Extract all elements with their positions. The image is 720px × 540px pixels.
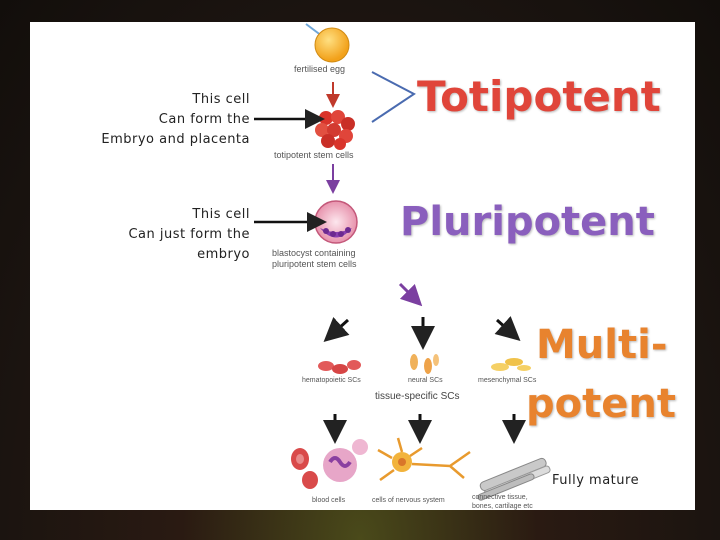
arrow-to-mesenchymal: [494, 316, 521, 342]
note-totipotent-line1: This cell: [192, 92, 250, 107]
hematopoietic-label: hematopoietic SCs: [302, 377, 361, 384]
note-totipotent: This cell Can form the Embryo and placen…: [101, 90, 250, 150]
blastocyst-icon: [314, 200, 358, 244]
fully-mature-label: Fully mature: [552, 473, 640, 488]
mesenchymal-label: mesenchymal SCs: [478, 377, 537, 384]
totipotent-cells-icon: [315, 110, 355, 150]
neural-label: neural SCs: [408, 377, 443, 384]
nerve-cell-icon: [377, 437, 471, 482]
totipotent-bracket: [371, 71, 416, 123]
arrow-blastocyst-down: [398, 282, 423, 307]
fertilised-egg-icon: [305, 23, 350, 63]
blastocyst-label-line1: blastocyst containing: [272, 248, 356, 258]
hematopoietic-cells-icon: [318, 360, 361, 374]
note-pluripotent-line1: This cell: [192, 207, 250, 222]
blood-cells-label: blood cells: [312, 497, 346, 504]
note-pluripotent-line2: Can just form the: [128, 227, 250, 242]
connective-label-line1: connective tissue,: [472, 494, 528, 501]
connective-label-line2: bones, cartilage etc: [472, 503, 533, 510]
neural-cells-icon: [410, 354, 439, 374]
arrow-to-hematopoietic: [323, 317, 350, 343]
connective-tissue-icon: [477, 457, 551, 501]
note-pluripotent: This cell Can just form the embryo: [128, 205, 250, 265]
heading-pluripotent: Pluripotent: [400, 199, 655, 245]
slide: fertilised egg totipotent stem cells bla…: [30, 22, 695, 510]
blood-cells-icon: [291, 439, 368, 489]
tissue-specific-label: tissue-specific SCs: [375, 391, 460, 402]
mesenchymal-cells-icon: [491, 358, 531, 371]
heading-totipotent: Totipotent: [417, 72, 661, 121]
totipotent-stem-cells-label: totipotent stem cells: [274, 150, 354, 160]
note-pluripotent-line3: embryo: [197, 247, 250, 262]
heading-multi-line1: Multi-: [536, 322, 668, 368]
nervous-cells-label: cells of nervous system: [372, 497, 445, 504]
fertilised-egg-label: fertilised egg: [294, 64, 346, 74]
note-totipotent-line2: Can form the: [158, 112, 250, 127]
note-totipotent-line3: Embryo and placenta: [101, 132, 250, 147]
heading-multi-line2: potent: [526, 381, 676, 427]
diagram-graphics: [254, 23, 551, 501]
blastocyst-label-line2: pluripotent stem cells: [272, 259, 357, 269]
